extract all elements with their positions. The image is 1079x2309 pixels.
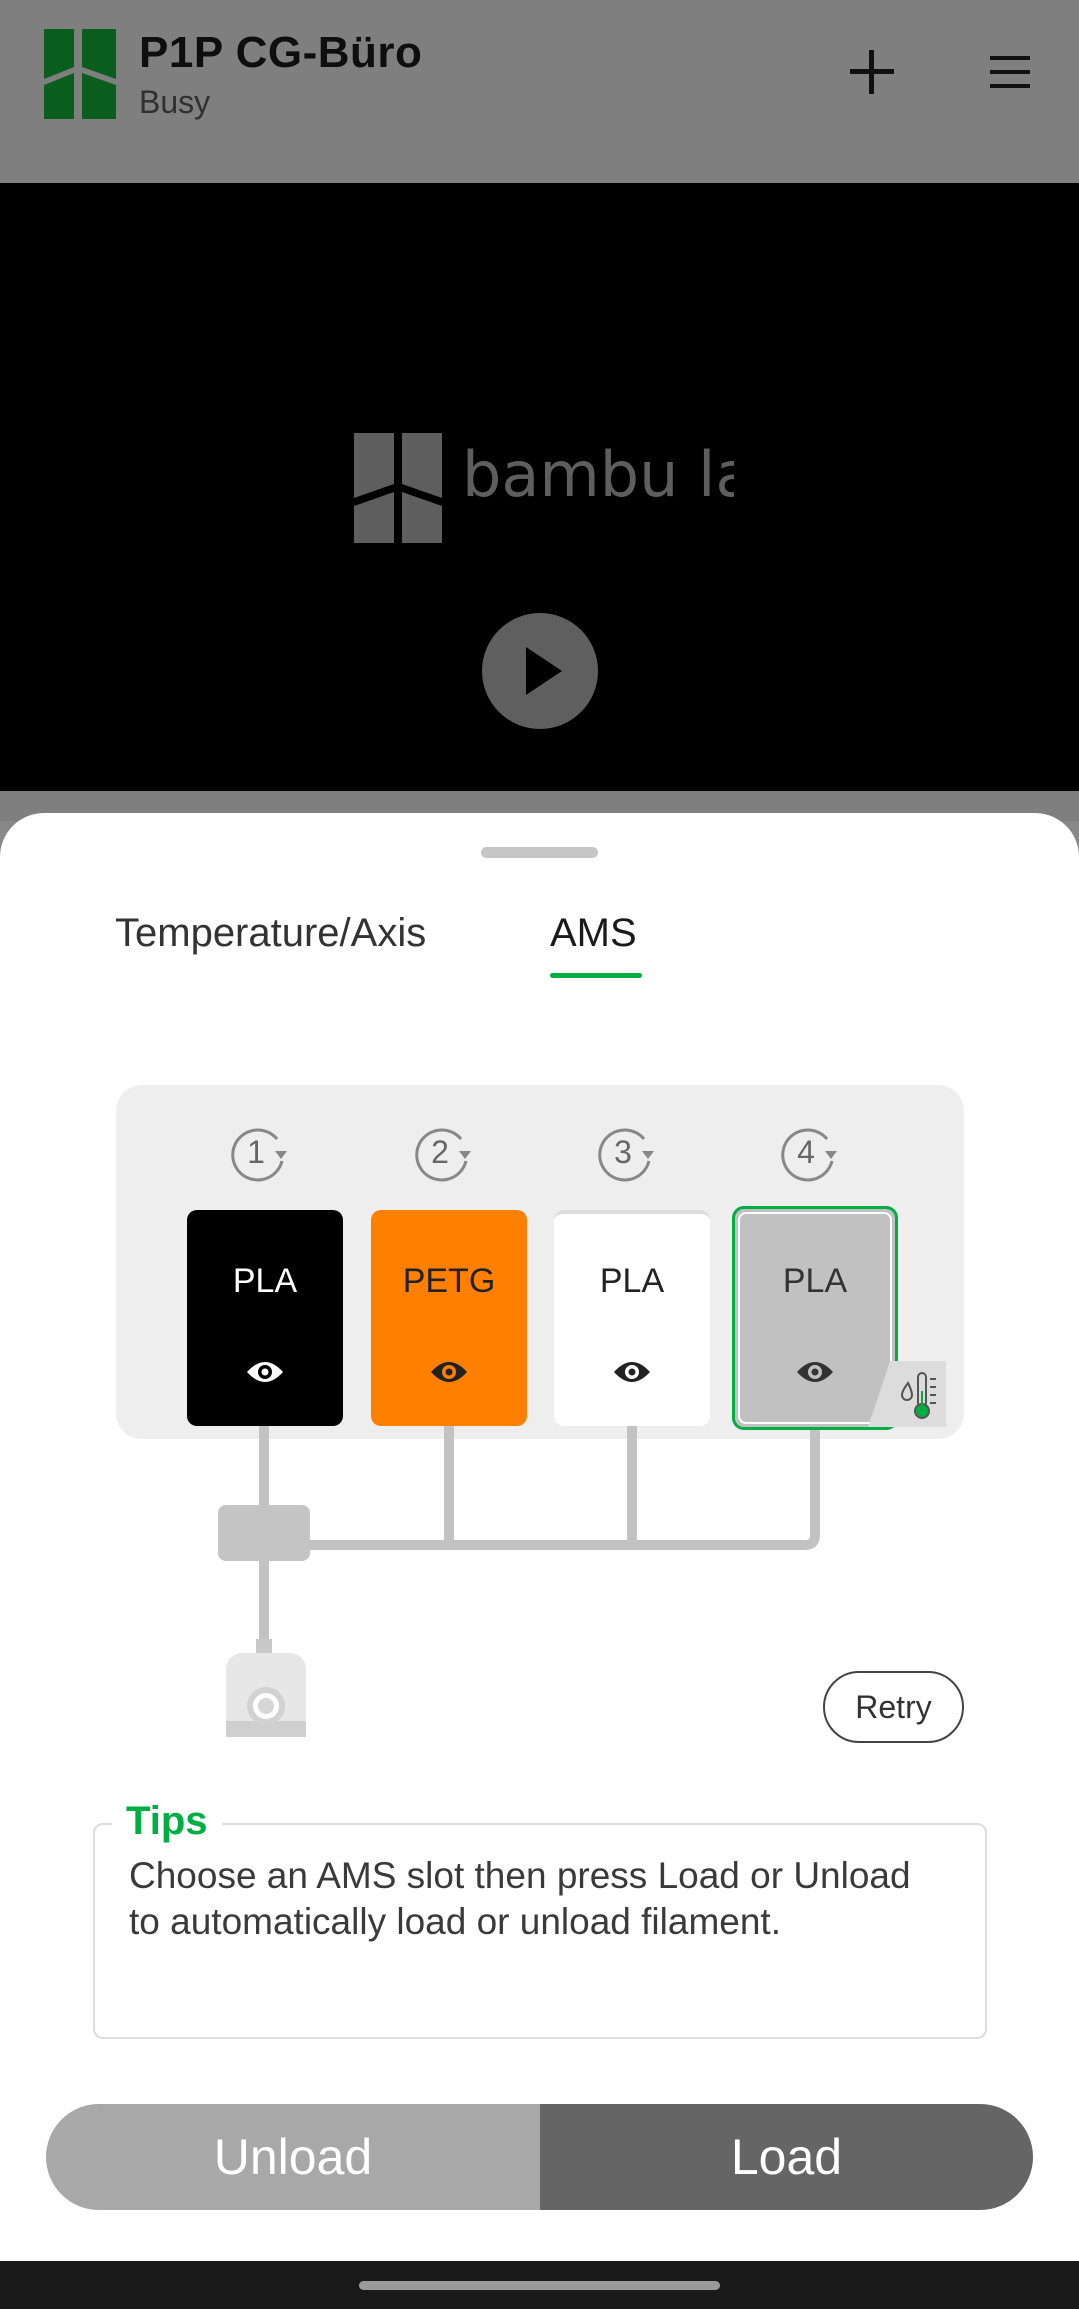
plus-icon[interactable]: [844, 44, 900, 100]
filament-hub: [218, 1505, 310, 1561]
slot-2-number: 2: [431, 1134, 449, 1170]
humidity-thermometer-icon[interactable]: [868, 1361, 946, 1427]
extruder-icon: [226, 1639, 306, 1737]
unload-button[interactable]: Unload: [46, 2104, 540, 2210]
bambu-lab-watermark: bambu lab: [354, 433, 734, 543]
slot-material: PLA: [782, 1262, 848, 1300]
load-button[interactable]: Load: [540, 2104, 1033, 2210]
system-navigation-bar: [0, 2261, 1079, 2309]
printer-status: Busy: [139, 84, 211, 120]
app-header: P1P CG-Büro Busy: [0, 0, 1079, 183]
slot-material: PETG: [402, 1262, 496, 1300]
eye-icon[interactable]: [430, 1358, 468, 1386]
ams-slot-4-selected[interactable]: PLA: [732, 1206, 898, 1430]
play-icon: [526, 647, 562, 695]
slot-2-rotate-icon[interactable]: 2: [413, 1121, 475, 1183]
filament-path-diagram: [218, 1426, 820, 1737]
ams-slot-3[interactable]: PLA: [554, 1210, 710, 1426]
tips-title: Tips: [112, 1799, 222, 1844]
tips-box: [93, 1823, 987, 2039]
eye-icon[interactable]: [613, 1358, 651, 1386]
watermark-text-top: bambu lab: [462, 438, 734, 511]
slot-material: PLA: [232, 1262, 298, 1300]
slot-4-rotate-icon[interactable]: 4: [779, 1121, 841, 1183]
printer-name: P1P CG-Büro: [139, 28, 423, 77]
bambu-logo-icon: [44, 29, 116, 119]
play-button[interactable]: [482, 613, 598, 729]
slot-1-number: 1: [247, 1134, 265, 1170]
tab-temperature-axis[interactable]: Temperature/Axis: [115, 911, 427, 955]
slot-material: PLA: [599, 1262, 665, 1300]
eye-icon[interactable]: [796, 1358, 834, 1386]
hamburger-menu-icon[interactable]: [988, 50, 1032, 94]
sheet-drag-handle[interactable]: [481, 847, 598, 858]
active-tab-indicator: [550, 973, 642, 978]
load-unload-button-group: Unload Load: [46, 2104, 1033, 2210]
slot-3-number: 3: [614, 1134, 632, 1170]
eye-icon[interactable]: [246, 1358, 284, 1386]
home-gesture-pill[interactable]: [359, 2281, 720, 2290]
slot-1-rotate-icon[interactable]: 1: [229, 1121, 291, 1183]
control-bottom-sheet: Temperature/Axis AMS 1 2 3 4: [0, 813, 1079, 2261]
ams-slot-1[interactable]: PLA: [187, 1210, 343, 1426]
slot-4-number: 4: [797, 1134, 815, 1170]
tab-ams[interactable]: AMS: [550, 911, 637, 955]
ams-slot-2[interactable]: PETG: [371, 1210, 527, 1426]
retry-button[interactable]: Retry: [823, 1671, 964, 1743]
tips-text: Choose an AMS slot then press Load or Un…: [129, 1855, 911, 1942]
camera-view[interactable]: bambu lab: [0, 183, 1079, 791]
slot-3-rotate-icon[interactable]: 3: [596, 1121, 658, 1183]
